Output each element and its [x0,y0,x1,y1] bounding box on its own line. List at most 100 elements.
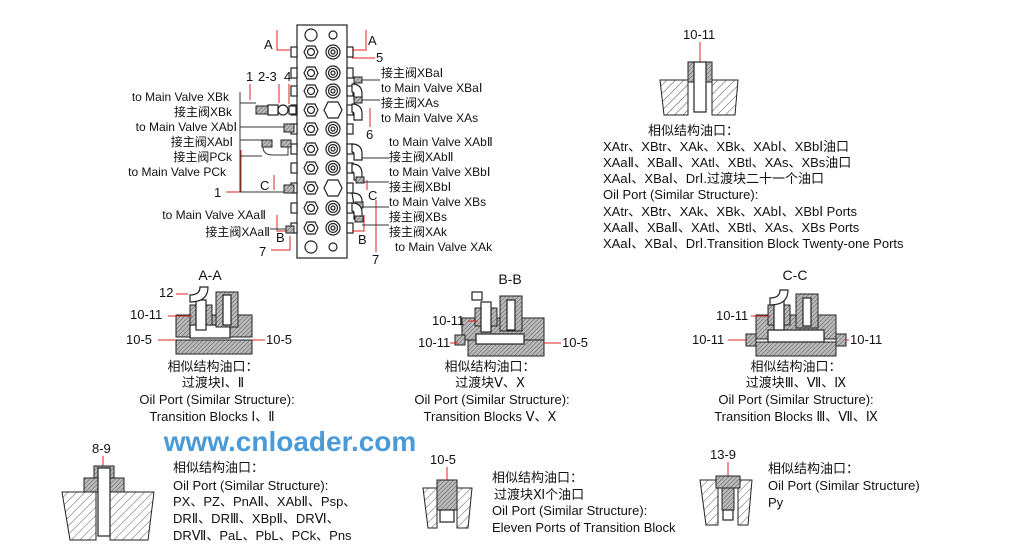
text-line: Oil Port (Similar Structure): [492,503,647,518]
text-line: Transition Blocks Ⅰ、Ⅱ [149,409,274,424]
callout: 10-11 [418,335,450,350]
callout-1-top: 1 [246,69,253,84]
right-labels: 接主阀XBaⅠ to Main Valve XBaⅠ 接主阀XAs to Mai… [381,65,493,254]
callout-2-3: 2-3 [258,69,277,84]
right-label: 接主阀XAs [381,95,439,110]
section-line-b-left [276,215,287,232]
text-line: 过渡块Ⅺ个油口 [494,487,584,502]
port-plug-inner [306,105,316,115]
port-fitting-core [330,88,336,94]
main-block-view: A A C C B B 1 2-3 4 5 6 1 7 7 [128,24,493,267]
section-line-b-right [352,215,365,232]
right-label: 接主阀XBaⅠ [381,65,443,80]
port-fitting-core [330,49,336,55]
left-label: to Main Valve XAbⅠ [136,120,237,134]
text-line: XAaⅠ、XBaⅠ、DrⅠ.Transition Block Twenty-on… [603,236,904,251]
callout: 10-11 [850,332,882,347]
left-label: to Main Valve XBk [132,90,230,104]
section-b-b: B-B 10-11 10-11 10-5 相似结构油口： 过渡块Ⅴ、Ⅹ Oil … [414,271,588,424]
watermark: www.cnloader.com [163,426,417,457]
section-title: C-C [783,267,808,283]
callout: 13-9 [710,447,736,462]
text-line: Transition Blocks Ⅲ、Ⅶ、Ⅸ [714,409,878,424]
callout: 10-11 [130,307,162,322]
callout: 8-9 [92,441,111,456]
text-line: 过渡块Ⅴ、Ⅹ [455,375,525,390]
callout-5: 5 [376,50,383,65]
port-plug-inner [306,86,316,96]
port-fitting-core [330,126,336,132]
text-line: 相似结构油口： [768,461,859,476]
text-line: XAaⅠ、XBaⅠ、DrⅠ.过渡块二十一个油口 [603,171,824,186]
text-line: Py [768,495,784,510]
right-label: 接主阀XAk [389,224,448,239]
callout: 10-5 [126,332,152,347]
top-right-text: 相似结构油口： XAtr、XBtr、XAk、XBk、XAbⅠ、XBbⅠ油口 XA… [603,123,904,251]
right-fittings [351,76,389,226]
right-label: 接主阀XBbⅠ [389,179,451,194]
side-port-left [290,85,298,97]
callout-4: 4 [284,69,291,84]
port-plug-inner [306,223,316,233]
callout-7-left: 7 [259,244,266,259]
callout-6: 6 [366,127,373,142]
right-label: to Main Valve XBaⅠ [381,81,482,95]
text-line: 相似结构油口： [750,359,841,374]
text-line: XAaⅡ、XBaⅡ、XAtl、XBtl、XAs、XBs Ports [603,220,860,235]
section-mark-a-left: A [264,37,273,52]
left-label: to Main Valve PCk [128,165,227,179]
callout: 12 [159,285,173,300]
text-line: XAtr、XBtr、XAk、XBk、XAbⅠ、XBbⅠ Ports [603,204,858,219]
text-line: Transition Blocks Ⅴ、Ⅹ [424,409,557,424]
bottom-port-8-9: 8-9 相似结构油口： Oil Port (Similar Structure)… [61,441,356,543]
side-port-left [290,46,298,58]
text-line: DRⅡ、DRⅢ、XBpⅡ、DRⅥ、 [173,511,340,526]
callout: 10-11 [716,308,748,323]
right-label: to Main Valve XAs [381,111,478,125]
side-port-left [290,67,298,79]
leader-7-left [271,236,291,251]
mounting-hole [304,28,318,42]
mounting-hole [328,30,338,40]
text-line: PX、PZ、PnAⅡ、XAbⅡ、Psp、 [173,494,356,509]
side-port-left [290,202,298,214]
right-label: to Main Valve XBs [389,195,486,209]
bottom-port-13-9: 13-9 相似结构油口： Oil Port (Similar Structure… [699,447,920,526]
side-port-left [290,143,298,155]
text-line: 过渡块Ⅲ、Ⅶ、Ⅸ [746,375,847,390]
bottom-port-10-5: 10-5 相似结构油口： 过渡块Ⅺ个油口 Oil Port (Similar S… [422,452,676,535]
side-port-right [346,182,354,194]
side-port-right [346,46,354,58]
text-line: 相似结构油口： [167,359,258,374]
section-c-c: C-C 10-11 10-11 10-11 相似结构油口： 过渡块Ⅲ、Ⅶ、Ⅸ O… [692,267,882,424]
section-mark-c-left: C [260,178,269,193]
top-right-port-detail: 10-11 相似结构油口： XAtr、XBtr、XAk、XBk、XAbⅠ、XBb… [603,27,904,251]
left-label: 接主阀XBk [174,104,233,119]
mounting-hole [328,242,338,252]
section-title: B-B [498,271,521,287]
right-label: 接主阀XAbⅡ [389,149,454,164]
text-line: XAaⅡ、XBaⅡ、XAtl、XBtl、XAs、XBs油口 [603,155,851,170]
text-line: Oil Port (Similar Structure) [768,478,920,493]
section-mark-b-right: B [358,232,367,247]
port-plug-inner [306,124,316,134]
callout: 10-5 [266,332,292,347]
text-line: Eleven Ports of Transition Block [492,520,676,535]
left-labels: to Main Valve XBk 接主阀XBk to Main Valve X… [128,90,270,239]
port-fitting-core [330,165,336,171]
port-plug-inner [306,183,316,193]
port-plug-inner [306,163,316,173]
port-fitting-core [330,225,336,231]
section-line-a-right [352,30,367,51]
callout: 10-5 [562,335,588,350]
port-fitting-core [330,70,336,76]
text-line: 相似结构油口： [173,460,264,475]
left-label: 接主阀XAaⅡ [205,224,270,239]
text-line: Oil Port (Similar Structure): [603,187,758,202]
callout: 10-5 [430,452,456,467]
text-line: 过渡块Ⅰ、Ⅱ [182,375,244,390]
port-fitting-core [330,205,336,211]
callout: 10-11 [692,332,724,347]
